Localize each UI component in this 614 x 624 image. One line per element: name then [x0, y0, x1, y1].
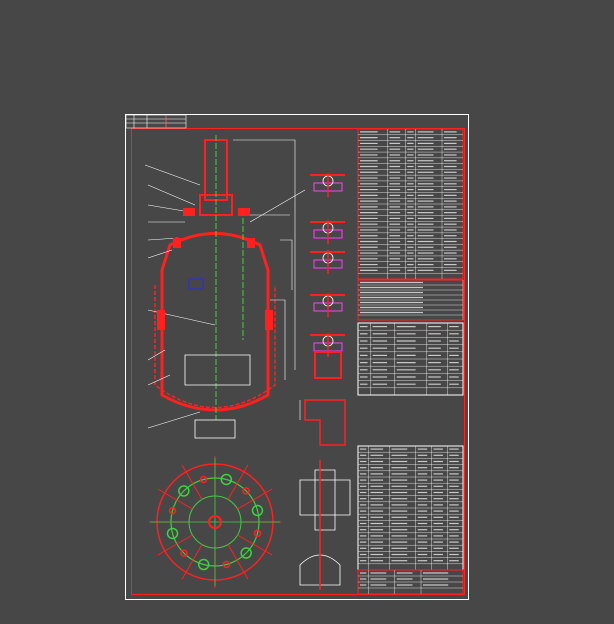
title-block: [357, 569, 464, 595]
jacket: [154, 285, 276, 409]
nozzle-table: [357, 322, 464, 396]
bottom-outlet: [194, 419, 236, 439]
plan-nozzle: [166, 527, 179, 540]
plan-radial-line: [157, 488, 193, 510]
plan-radial-line: [227, 544, 249, 580]
section-details: [299, 173, 351, 590]
detail-nozzle-assembly: [299, 469, 351, 531]
leader-lines: [144, 164, 306, 429]
drawing-frame: [131, 128, 465, 595]
dimension-lines: [233, 139, 301, 420]
plan-radial-line: [181, 544, 203, 580]
vessel-elevation: [144, 135, 306, 439]
top-left-stamp-table: [125, 114, 187, 129]
vessel-shell: [160, 232, 270, 412]
plan-nozzle: [220, 473, 233, 486]
plan-radial-line: [227, 464, 249, 500]
plan-nozzle: [242, 487, 250, 495]
plan-nozzle: [251, 504, 264, 517]
nozzle-orientation-plan: [149, 456, 281, 588]
tables: [357, 128, 464, 595]
plan-nozzle: [253, 529, 262, 538]
plan-nozzle: [180, 549, 188, 557]
technical-table: [357, 128, 464, 280]
detail-bottom-head: [299, 554, 341, 586]
flanges: [157, 208, 273, 330]
plan-radial-line: [157, 534, 193, 556]
technical-notes: [357, 279, 464, 321]
plan-nozzle: [178, 485, 190, 497]
plan-nozzle: [240, 547, 252, 559]
plan-nozzle: [222, 560, 231, 569]
plan-nozzle: [168, 506, 177, 515]
detail-flange-block: [314, 351, 342, 379]
drawing-sheet: [125, 114, 469, 600]
plan-center-nozzle: [208, 515, 222, 529]
plan-radial-line: [237, 534, 273, 556]
manhole-marker: [188, 278, 204, 290]
parts-list: [357, 445, 464, 571]
plan-radial-line: [181, 464, 203, 500]
coil-pipe: [184, 354, 251, 386]
plan-radial-line: [237, 488, 273, 510]
detail-support: [304, 399, 346, 446]
plan-nozzle: [197, 558, 210, 571]
plan-nozzle: [199, 475, 208, 484]
